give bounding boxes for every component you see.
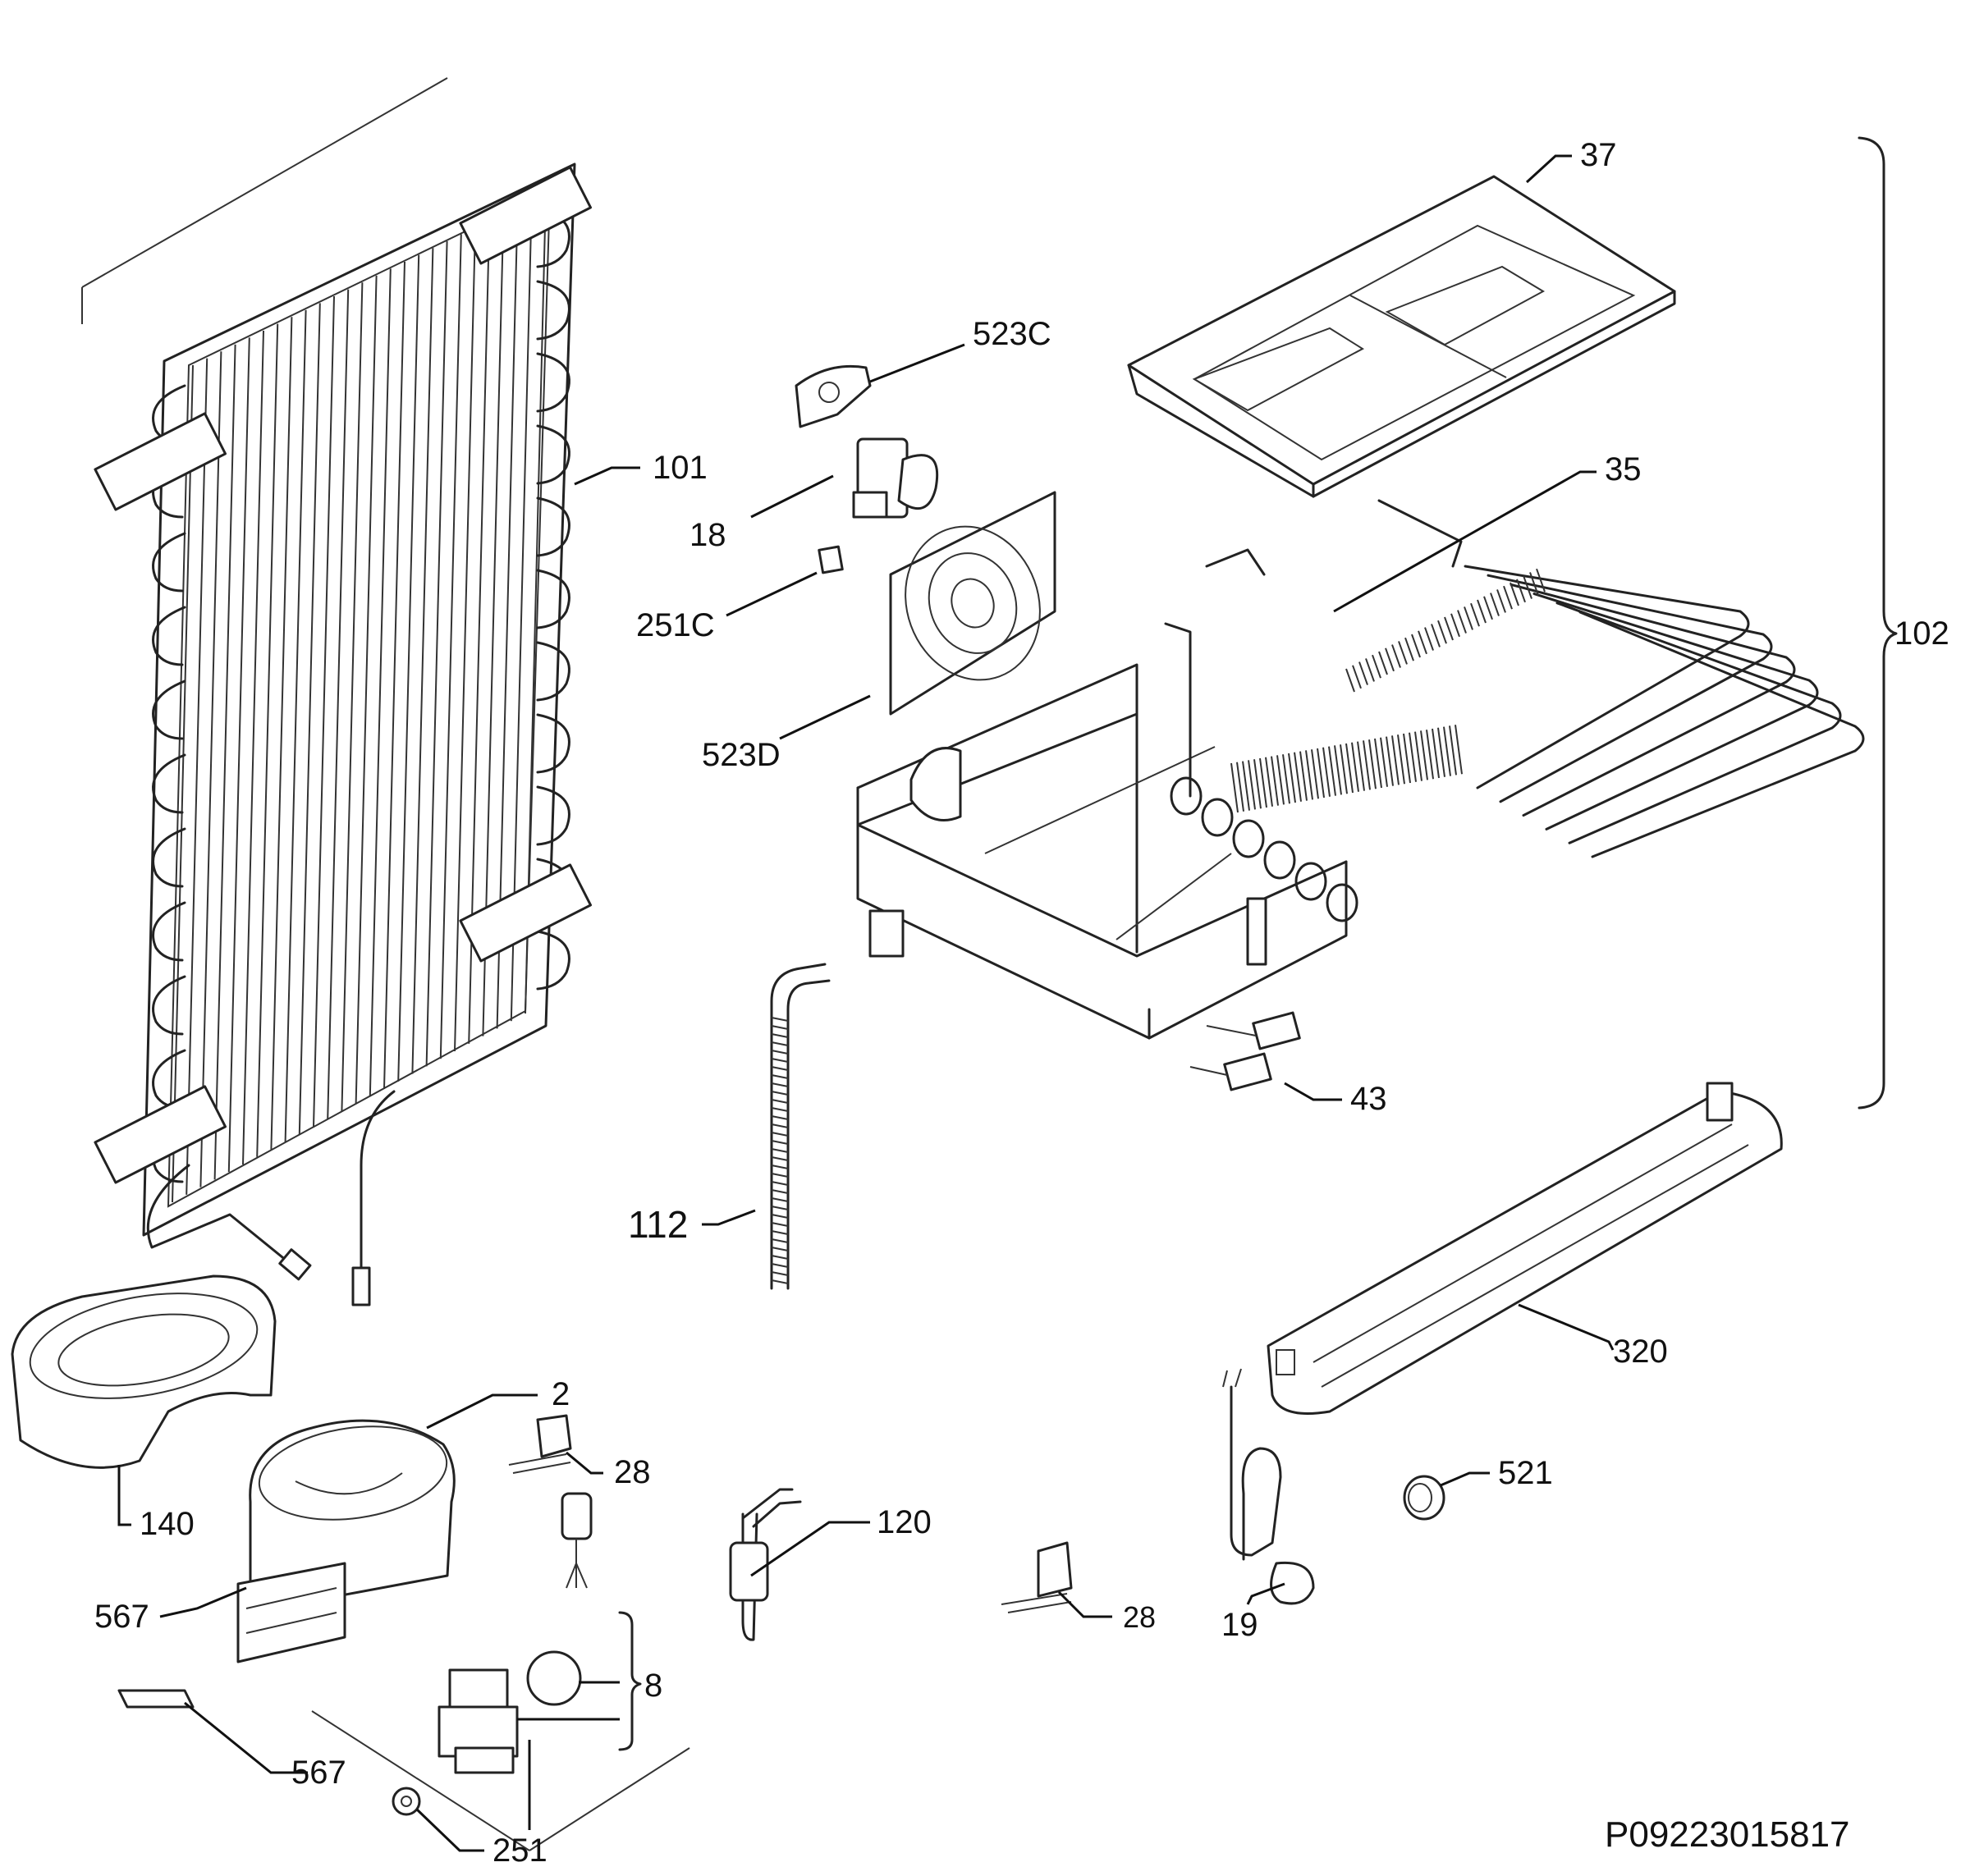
label-567a: 567 bbox=[94, 1599, 149, 1635]
label-523c: 523C bbox=[973, 316, 1051, 352]
label-251c: 251C bbox=[636, 607, 715, 643]
label-320: 320 bbox=[1613, 1334, 1668, 1370]
label-120: 120 bbox=[877, 1504, 932, 1540]
fan-motor-cover-part[interactable] bbox=[795, 364, 872, 428]
label-523d: 523D bbox=[702, 737, 781, 773]
washer-part[interactable] bbox=[392, 1787, 421, 1816]
label-2: 2 bbox=[552, 1376, 570, 1412]
evaporator-housing-part[interactable] bbox=[856, 622, 1348, 1040]
evaporator-cover-part[interactable] bbox=[1127, 175, 1676, 498]
fan-motor-part[interactable] bbox=[852, 437, 939, 519]
clip-part-2[interactable] bbox=[1001, 1541, 1073, 1613]
label-18: 18 bbox=[690, 517, 726, 553]
label-19: 19 bbox=[1221, 1607, 1258, 1643]
connector-set-part[interactable] bbox=[1189, 1011, 1301, 1091]
evaporator-part[interactable] bbox=[1170, 499, 1865, 922]
drain-hose-part[interactable] bbox=[770, 963, 831, 1290]
condenser-part[interactable] bbox=[81, 77, 593, 1306]
label-101: 101 bbox=[653, 450, 708, 486]
label-102: 102 bbox=[1894, 615, 1949, 652]
label-37: 37 bbox=[1580, 137, 1617, 173]
assembly-bracket bbox=[1858, 136, 1898, 1110]
label-28a: 28 bbox=[614, 1454, 651, 1490]
label-140: 140 bbox=[140, 1506, 195, 1542]
base-line bbox=[311, 1710, 690, 1851]
lamp-cover-part[interactable] bbox=[1403, 1475, 1445, 1521]
label-567b: 567 bbox=[291, 1755, 346, 1791]
thermostat-sensor-part[interactable] bbox=[729, 1488, 802, 1641]
label-28b: 28 bbox=[1123, 1600, 1156, 1634]
compressor-part[interactable] bbox=[236, 1416, 456, 1663]
door-handle-rail-part[interactable] bbox=[1267, 1082, 1783, 1415]
label-112: 112 bbox=[628, 1203, 688, 1246]
compressor-bracket-part[interactable] bbox=[117, 1689, 195, 1709]
relay-starter-part[interactable] bbox=[438, 1650, 582, 1774]
callout-labels: 101 523C 18 251C 523D 37 35 102 43 112 3… bbox=[94, 137, 1949, 1869]
evaporating-tray-part[interactable] bbox=[11, 1274, 277, 1469]
drawing-code: P09223015817 bbox=[1605, 1814, 1850, 1855]
label-43: 43 bbox=[1350, 1081, 1387, 1117]
label-521: 521 bbox=[1498, 1455, 1553, 1491]
label-251: 251 bbox=[492, 1833, 547, 1869]
relay-bracket bbox=[618, 1611, 642, 1751]
fan-clip-part[interactable] bbox=[818, 545, 844, 574]
label-35: 35 bbox=[1605, 451, 1642, 487]
leader-lines bbox=[117, 154, 1615, 1852]
grommet-part[interactable] bbox=[561, 1492, 593, 1589]
fan-plate-part[interactable] bbox=[884, 491, 1061, 716]
clip-part[interactable] bbox=[508, 1414, 572, 1474]
label-8: 8 bbox=[644, 1668, 662, 1704]
